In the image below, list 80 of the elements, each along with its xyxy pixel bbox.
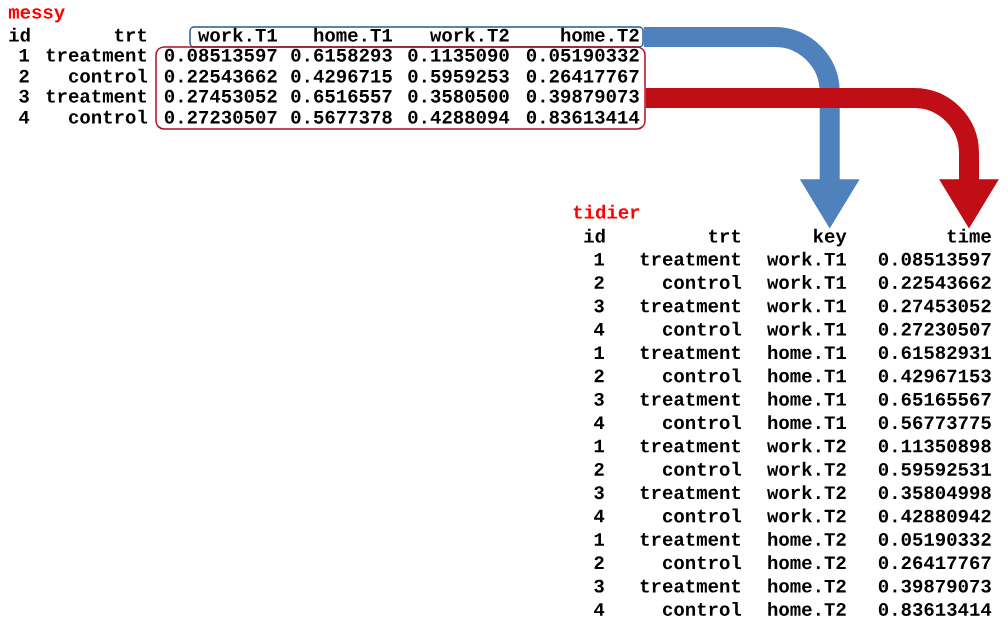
table-cell: home.T2 bbox=[768, 578, 846, 593]
table-cell: id bbox=[584, 228, 605, 243]
table-cell: 2 bbox=[594, 556, 604, 570]
table-cell: home.T1 bbox=[768, 368, 846, 383]
table-cell: treatment bbox=[640, 346, 740, 360]
table-cell: 4 bbox=[594, 323, 605, 336]
table-title: tidier bbox=[573, 204, 640, 219]
table-cell: 0.59592531 bbox=[878, 462, 991, 476]
table-cell: 0.27453052 bbox=[878, 299, 991, 313]
table-cell: trt bbox=[115, 28, 146, 42]
table-cell: control bbox=[663, 368, 742, 383]
table-cell: 1 bbox=[594, 439, 604, 453]
table-cell: home.T2 bbox=[768, 555, 846, 570]
header-box: work.T1 home.T1 work.T2 home.T2 bbox=[189, 26, 644, 48]
table-cell: work.T2 bbox=[767, 461, 846, 476]
column-header: time bbox=[947, 228, 991, 243]
table-cell: trt bbox=[709, 229, 740, 243]
table-cell: work.T1 bbox=[767, 298, 846, 313]
table-cell: work.T2 bbox=[767, 438, 846, 453]
table-cell: 1 bbox=[594, 533, 604, 546]
table-cell: control bbox=[69, 68, 148, 83]
table-cell: control bbox=[663, 415, 742, 430]
table-cell: control bbox=[663, 508, 742, 523]
table-cell: 3 bbox=[594, 392, 604, 406]
table-cell: 0.83613414 bbox=[878, 603, 992, 616]
table-cell: 0.11350898 bbox=[878, 439, 991, 453]
table-cell: treatment bbox=[640, 533, 740, 546]
table-cell: 1 bbox=[19, 49, 29, 62]
table-cell: control bbox=[663, 555, 742, 570]
table-cell: work.T1 bbox=[767, 321, 846, 336]
table-cell: control bbox=[663, 321, 742, 336]
table-cell: treatment bbox=[640, 486, 740, 500]
table-cell: 4 bbox=[19, 111, 30, 124]
table-cell: 2 bbox=[594, 462, 604, 476]
table-cell: home.T1 bbox=[768, 415, 846, 430]
table-cell: 1 bbox=[594, 346, 604, 359]
table-cell: 0.42880942 bbox=[878, 509, 991, 523]
table-cell: 4 bbox=[594, 416, 605, 429]
table-cell: 0.65165567 bbox=[878, 392, 991, 406]
table-cell: control bbox=[663, 275, 742, 290]
table-cell: home.T2 bbox=[768, 601, 846, 616]
table-cell: 0.26417767 bbox=[878, 556, 991, 570]
table-cell: 0.22543662 bbox=[878, 276, 991, 290]
table-cell: 2 bbox=[19, 69, 29, 83]
table-cell: 0.61582931 bbox=[878, 346, 991, 360]
table-cell: treatment bbox=[640, 579, 740, 593]
table-cell: 4 bbox=[594, 509, 605, 523]
table-cell: work.T2 bbox=[767, 508, 846, 523]
table-cell: id bbox=[9, 27, 30, 42]
table-cell: treatment bbox=[640, 299, 740, 313]
table-cell: 2 bbox=[594, 276, 604, 289]
table-cell: treatment bbox=[640, 392, 740, 406]
table-cell: 3 bbox=[19, 89, 29, 103]
table-cell: treatment bbox=[640, 439, 740, 453]
table-cell: work.T2 bbox=[767, 485, 846, 500]
table-cell: 1 bbox=[594, 253, 604, 266]
table-cell: 2 bbox=[594, 369, 604, 383]
table-title: messy bbox=[8, 8, 65, 23]
table-cell: control bbox=[663, 461, 742, 476]
table-cell: treatment bbox=[46, 48, 146, 62]
value-box: 0.08513597 0.6158293 0.1135090 0.05190332 0.22543662 0.4296715 0.5959253 0.26417767 0.27453052 0.6516557 0.3580500 0.39879073 0.27230507 0.5677378 0.4288094 0.83613414 bbox=[155, 46, 646, 130]
table-cell: 0.39879073 bbox=[878, 579, 991, 593]
table-cell: home.T1 bbox=[768, 391, 846, 406]
table-cell: control bbox=[663, 601, 742, 616]
table-cell: 0.56773775 bbox=[878, 416, 991, 430]
table-cell: 3 bbox=[594, 486, 604, 500]
table-cell: work.T1 bbox=[767, 275, 846, 290]
table-cell: home.T2 bbox=[768, 531, 846, 546]
table-cell: 0.05190332 bbox=[878, 533, 991, 546]
table-cell: 3 bbox=[594, 299, 604, 313]
table-cell: 0.27230507 bbox=[878, 322, 991, 336]
table-cell: home.T1 bbox=[768, 345, 846, 360]
table-cell: 0.08513597 bbox=[878, 252, 991, 266]
table-cell: treatment bbox=[640, 252, 740, 266]
table-cell: 3 bbox=[594, 579, 604, 593]
table-cell: 0.35804998 bbox=[878, 486, 991, 500]
table-cell: 0.42967153 bbox=[878, 369, 991, 383]
table-cell: 4 bbox=[594, 603, 605, 616]
column-header: key bbox=[814, 228, 847, 247]
table-cell: work.T1 bbox=[767, 251, 846, 266]
